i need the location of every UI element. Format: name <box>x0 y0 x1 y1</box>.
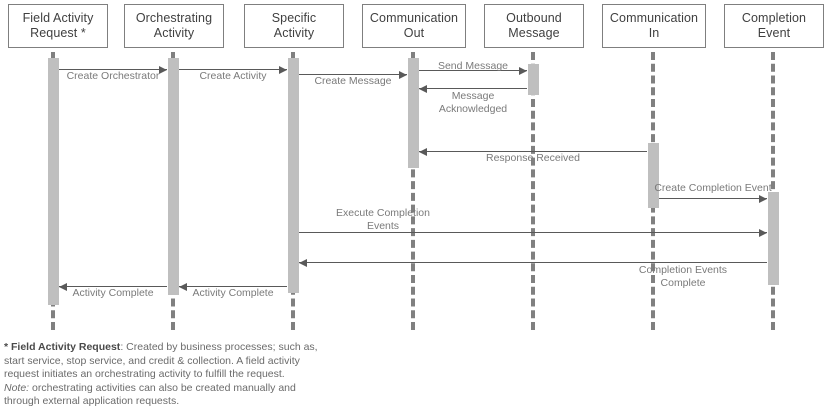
arrow-head-response-received <box>419 147 427 156</box>
lane-header-communication-out: Communication Out <box>362 4 466 48</box>
arrow-head-create-orchestrator <box>159 65 167 74</box>
activation-bar-outbound-message <box>528 64 539 95</box>
footnote-term: * Field Activity Request <box>4 341 121 353</box>
footnote-line2: start service, stop service, and credit … <box>4 354 300 367</box>
activation-bar-orchestrating-activity <box>168 58 179 295</box>
lane-header-label: Outbound Message <box>506 11 562 40</box>
lane-header-outbound-message: Outbound Message <box>484 4 584 48</box>
message-label-activity-complete-specific: Activity Complete <box>192 287 274 299</box>
message-label-send-message: Send Message <box>437 60 509 72</box>
activation-bar-communication-in <box>648 143 659 208</box>
message-label-message-acknowledged: Message Acknowledged <box>438 90 508 115</box>
message-arrow-execute-completion-events <box>299 232 767 233</box>
message-arrow-create-activity <box>179 69 287 70</box>
footnote-line3: request initiates an orchestrating activ… <box>4 368 285 381</box>
lane-header-label: Orchestrating Activity <box>135 11 213 40</box>
arrow-head-activity-complete-orchestrating <box>59 282 67 291</box>
lane-header-communication-in: Communication In <box>602 4 706 48</box>
message-arrow-activity-complete-orchestrating <box>59 286 167 287</box>
activation-bar-completion-event <box>768 192 779 285</box>
arrow-head-message-acknowledged <box>419 84 427 93</box>
footnote: * Field Activity Request: Created by bus… <box>4 341 424 409</box>
activation-bar-field-activity-request <box>48 58 59 305</box>
message-label-execute-completion-events: Execute Completion Events <box>336 207 430 232</box>
arrow-head-create-completion-event <box>759 194 767 203</box>
footnote-line5: through external application requests. <box>4 395 180 408</box>
message-label-activity-complete-orchestrating: Activity Complete <box>72 287 154 299</box>
message-label-create-completion-event: Create Completion Event <box>654 182 772 194</box>
footnote-line1-rest: : Created by business processes; such as… <box>120 341 318 353</box>
arrow-head-create-message <box>399 70 407 79</box>
message-label-response-received: Response Received <box>486 152 580 164</box>
lane-header-label: Communication Out <box>369 11 459 40</box>
lifeline-outbound-message <box>531 52 535 330</box>
lane-header-completion-event: Completion Event <box>724 4 824 48</box>
footnote-line4-rest: orchestrating activities can also be cre… <box>29 381 296 394</box>
arrow-head-completion-events-complete <box>299 258 307 267</box>
lane-header-label: Specific Activity <box>271 11 317 40</box>
message-arrow-create-orchestrator <box>59 69 167 70</box>
message-arrow-completion-events-complete <box>299 262 767 263</box>
message-arrow-message-acknowledged <box>419 88 527 89</box>
message-arrow-send-message <box>419 70 527 71</box>
lane-header-field-activity-request: Field Activity Request * <box>8 4 108 48</box>
message-label-create-message: Create Message <box>314 75 392 87</box>
lane-header-label: Completion Event <box>741 11 807 40</box>
lane-header-orchestrating-activity: Orchestrating Activity <box>124 4 224 48</box>
message-arrow-activity-complete-specific <box>179 286 287 287</box>
arrow-head-send-message <box>519 66 527 75</box>
arrow-head-create-activity <box>279 65 287 74</box>
activation-bar-communication-out <box>408 58 419 168</box>
message-label-create-activity: Create Activity <box>199 70 267 82</box>
message-label-create-orchestrator: Create Orchestrator <box>66 70 160 82</box>
message-arrow-create-completion-event <box>659 198 767 199</box>
lane-header-specific-activity: Specific Activity <box>244 4 344 48</box>
arrow-head-activity-complete-specific <box>179 282 187 291</box>
lane-header-label: Communication In <box>609 11 699 40</box>
arrow-head-execute-completion-events <box>759 228 767 237</box>
message-label-completion-events-complete: Completion Events Complete <box>638 264 728 289</box>
lane-header-label: Field Activity Request * <box>22 11 94 40</box>
footnote-note-label: Note: <box>4 381 30 394</box>
message-arrow-response-received <box>419 151 647 152</box>
activation-bar-specific-activity <box>288 58 299 293</box>
lifeline-completion-event <box>771 52 775 330</box>
message-arrow-create-message <box>299 74 407 75</box>
lifeline-communication-out <box>411 52 415 330</box>
